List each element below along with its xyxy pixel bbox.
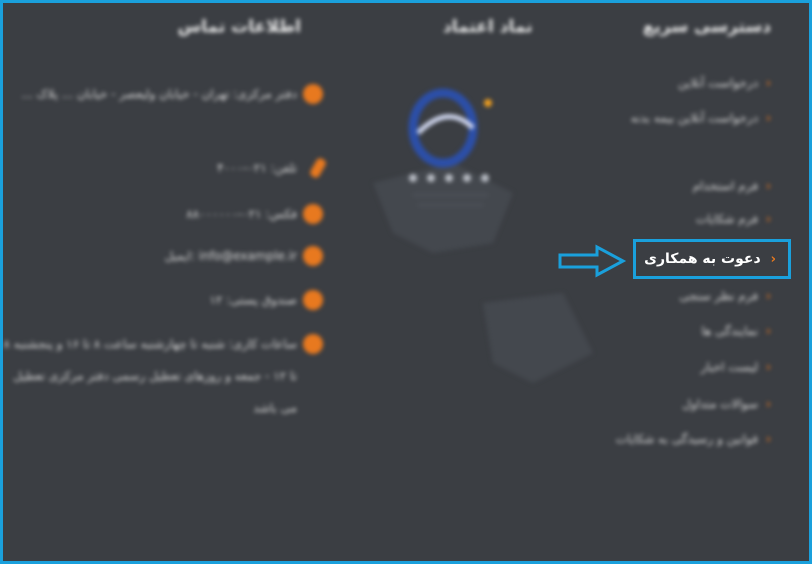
quick-access-title: دسترسی سریع <box>642 17 771 37</box>
quick-link[interactable]: ‹قوانین و رسیدگی به شکایات <box>615 432 771 446</box>
world-map-background <box>373 163 593 383</box>
footer: دسترسی سریع نماد اعتماد اطلاعات تماس ‹در… <box>3 3 809 561</box>
quick-link[interactable]: ‹فرم استخدام <box>692 179 771 193</box>
clock-icon <box>303 334 323 354</box>
fax-icon <box>303 204 323 224</box>
email-icon <box>303 246 323 266</box>
blurred-footer-content: دسترسی سریع نماد اعتماد اطلاعات تماس ‹در… <box>3 3 809 561</box>
contact-fax: فکس: ۰۲۱-۸۸۰۰۰۰۰۰ <box>3 198 323 230</box>
chevron-left-icon: ‹ <box>770 251 776 267</box>
contact-title: اطلاعات تماس <box>177 17 301 37</box>
quick-link[interactable]: ‹نمایندگی ها <box>701 324 771 338</box>
quick-link[interactable]: ‹فرم شکایات <box>695 212 771 226</box>
enamad-trust-logo[interactable] <box>393 83 503 223</box>
contact-address: دفتر مرکزی: تهران - خیابان ولیعصر - خیاب… <box>3 78 323 110</box>
quick-link[interactable]: ‹درخواست آنلاین <box>677 76 771 90</box>
quick-link[interactable]: ‹درخواست آنلاین بیمه بدنه <box>630 111 771 125</box>
phone-icon <box>308 156 328 180</box>
quick-link-invite-cooperation[interactable]: ‹ دعوت به همکاری <box>633 239 791 279</box>
quick-link-label: دعوت به همکاری <box>644 251 761 267</box>
contact-hours: ساعات کاری: شنبه تا چهارشنبه ساعت ۸ تا ۱… <box>3 328 323 424</box>
pointer-arrow-icon <box>558 244 627 278</box>
mail-icon <box>303 290 323 310</box>
contact-phone: تلفن: ۰۲۱-۴۰۰۰ <box>3 152 328 184</box>
quick-link[interactable]: ‹لیست اخبار <box>700 360 771 374</box>
location-icon <box>303 84 323 104</box>
quick-link[interactable]: ‹فرم نظر سنجی <box>679 289 771 303</box>
trust-title: نماد اعتماد <box>443 17 533 37</box>
contact-email: info@example.ir :ایمیل <box>3 240 323 272</box>
contact-po-box: صندوق پستی: ۱۲ <box>3 284 323 316</box>
quick-link[interactable]: ‹سوالات متداول <box>682 397 771 411</box>
